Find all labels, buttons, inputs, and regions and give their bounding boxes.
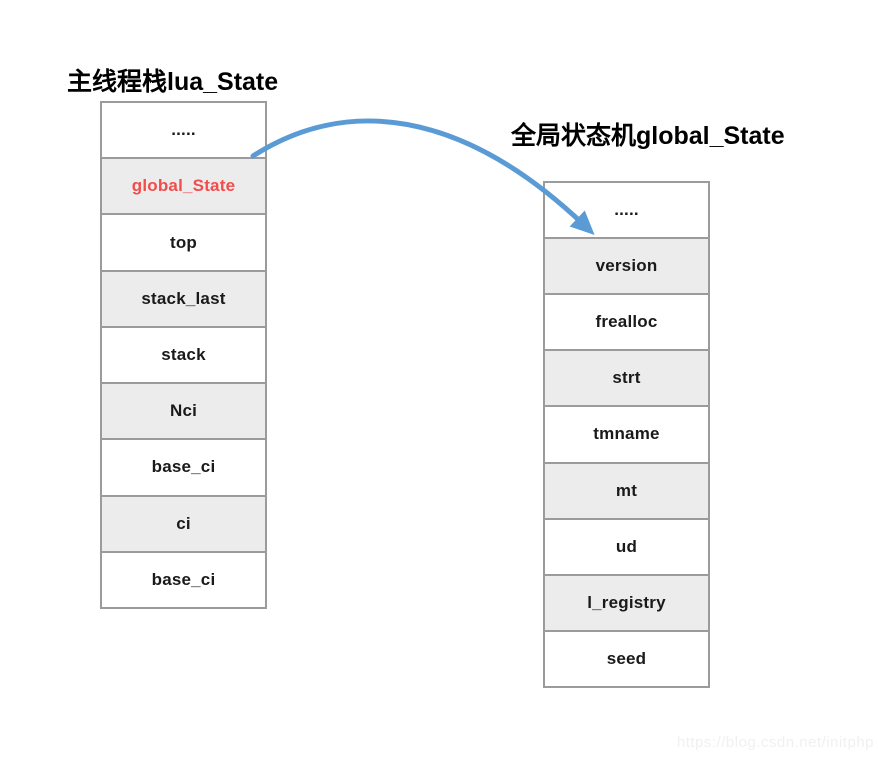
- table-cell-version: version: [545, 239, 708, 296]
- table-cell-seed: seed: [545, 631, 708, 686]
- table-cell-top: top: [102, 215, 265, 272]
- table-cell-base_ci: base_ci: [102, 552, 265, 607]
- right-stack-title: 全局状态机global_State: [511, 122, 785, 150]
- table-cell-l_registry: l_registry: [545, 575, 708, 632]
- table-cell-Nci: Nci: [102, 384, 265, 441]
- table-cell-global_State: global_State: [102, 159, 265, 216]
- table-cell-stack: stack: [102, 327, 265, 385]
- table-cell-mt: mt: [545, 463, 708, 520]
- table-cell-ud: ud: [545, 519, 708, 576]
- table-cell-ci: ci: [102, 496, 265, 553]
- table-cell-tmname: tmname: [545, 407, 708, 464]
- table-cell-base_ci: base_ci: [102, 440, 265, 497]
- table-cell-frealloc: frealloc: [545, 295, 708, 352]
- table-cell-strt: strt: [545, 351, 708, 408]
- left-stack-title: 主线程栈lua_State: [67, 68, 279, 96]
- watermark-url: https://blog.csdn.net/initphp: [676, 734, 874, 751]
- table-cell-stack_last: stack_last: [102, 271, 265, 328]
- table-cell-: .....: [545, 183, 708, 240]
- table-cell-: .....: [102, 103, 265, 160]
